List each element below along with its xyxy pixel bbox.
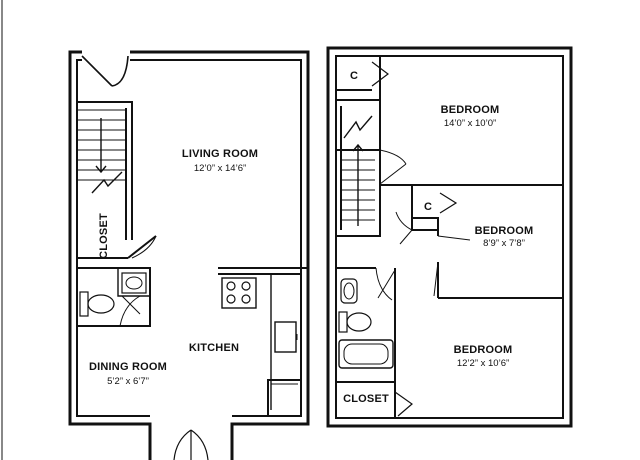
toilet-tank [79, 291, 89, 317]
top-closet-tag: C [350, 70, 358, 82]
mid-bedroom-door [433, 235, 471, 297]
bathroom-sink-basin [343, 282, 355, 300]
living-room-name: LIVING ROOM [182, 148, 258, 160]
upstairs-stair-wall [336, 99, 381, 237]
dining-room-name: DINING ROOM [89, 361, 167, 373]
stove-burner [241, 294, 251, 304]
half-bath-wall [77, 267, 151, 327]
upstairs-break-mark [343, 115, 373, 139]
stove-burner [241, 281, 251, 291]
top-closet-door [371, 61, 389, 87]
bottom-bedroom-name: BEDROOM [454, 344, 513, 356]
stove-burner [226, 281, 236, 291]
upstairs-stair-arrow [352, 143, 364, 226]
bathtub-basin [343, 343, 389, 365]
hall-door [395, 211, 413, 245]
rear-french-doors [173, 429, 209, 460]
closet-wall [77, 235, 157, 259]
bathroom-door [375, 267, 396, 301]
top-bedroom-size: 14’0” x 10’0” [444, 118, 496, 129]
stove-burner [226, 294, 236, 304]
toilet-bowl [87, 294, 115, 314]
bottom-closet-name: CLOSET [343, 393, 389, 405]
half-bath-door [119, 295, 141, 327]
top-bedroom-name: BEDROOM [441, 104, 500, 116]
kitchen-name: KITCHEN [189, 342, 239, 354]
closet-name: CLOSET [98, 213, 110, 259]
top-bedroom-door [379, 149, 407, 185]
bathroom-sink [340, 278, 358, 304]
rear-door-jamb [148, 424, 234, 460]
stove [221, 277, 257, 309]
half-bath-partition [117, 268, 150, 297]
bottom-closet-door [394, 391, 413, 417]
first-floor-inner-wall [76, 59, 302, 417]
stair-arrow [95, 118, 107, 174]
kitchen-upper-wall [218, 267, 308, 275]
bathtub [338, 339, 394, 369]
bathroom-toilet-bowl [346, 312, 372, 332]
bottom-closet-wall [336, 381, 396, 418]
half-bath-sink [121, 272, 147, 294]
mid-bedroom-name: BEDROOM [475, 225, 534, 237]
closet-door-swing [131, 235, 157, 259]
half-bath-sink-basin [125, 276, 143, 290]
mid-closet-door [439, 192, 458, 214]
second-floor-outer-wall [326, 46, 573, 428]
living-room-size: 12’0” x 14’6” [194, 163, 246, 174]
first-floor-plan [68, 50, 310, 460]
refrigerator [267, 379, 302, 417]
top-bedroom-wall [336, 56, 381, 151]
dining-room-size: 5’2” x 6’7” [107, 376, 149, 387]
mid-bedroom-size: 8’9” x 7’8” [483, 238, 525, 249]
entry-door [81, 55, 129, 87]
stair-break-mark [91, 171, 123, 194]
bottom-bedroom-size: 12’2” x 10’6” [457, 358, 509, 369]
mid-closet-tag: C [424, 201, 432, 213]
bathroom-toilet-tank [338, 311, 348, 333]
second-floor-plan [326, 46, 573, 428]
kitchen-sink [274, 321, 297, 353]
room-labels: LIVING ROOM 12’0” x 14’6” CLOSET KITCHEN… [89, 70, 533, 405]
